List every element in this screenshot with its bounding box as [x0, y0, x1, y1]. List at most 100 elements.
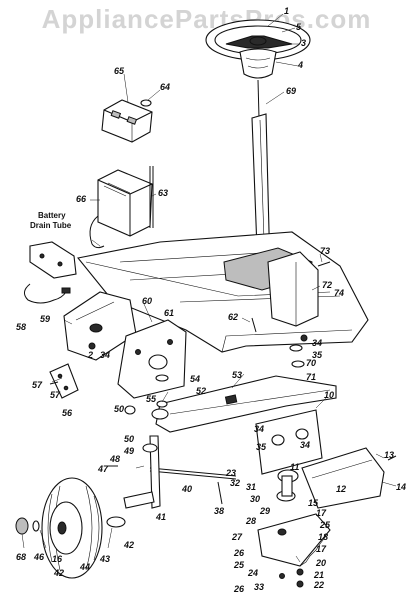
part-label-35a: 35: [312, 350, 323, 360]
part-label-66: 66: [76, 194, 87, 204]
bushing: [124, 405, 136, 415]
part-label-12: 12: [336, 484, 346, 494]
part-label-56: 56: [62, 408, 73, 418]
part-label-34a: 34: [312, 338, 322, 348]
part-label-17a: 17: [316, 508, 327, 518]
part-label-1: 1: [284, 6, 289, 16]
part-label-31: 31: [246, 482, 256, 492]
steering-wheel: [205, 19, 311, 61]
part-label-73: 73: [320, 246, 330, 256]
part-label-29: 29: [259, 506, 270, 516]
part-labels: 1 5 3 4 69 65 64 63 66 73 72 74 62 58 59…: [16, 6, 406, 594]
part-label-52: 52: [196, 386, 206, 396]
part-label-16: 16: [52, 554, 63, 564]
part-label-58: 58: [16, 322, 26, 332]
part-label-18: 18: [318, 532, 328, 542]
part-label-34c: 34: [254, 424, 264, 434]
battery-strap: [149, 166, 154, 228]
watermark: AppliancePartsPros.com: [41, 4, 372, 34]
callout-battery-line-1: Battery: [38, 211, 66, 220]
steering-shaft-top: [257, 79, 260, 119]
hub-cap: [15, 517, 29, 535]
part-label-35b: 35: [256, 442, 267, 452]
spacer-washer: [151, 408, 169, 420]
part-label-48: 48: [109, 454, 120, 464]
part-label-38: 38: [214, 506, 224, 516]
part-label-40: 40: [181, 484, 192, 494]
retaining-ring: [32, 520, 40, 532]
part-label-50b: 50: [124, 434, 134, 444]
part-label-63: 63: [158, 188, 168, 198]
battery-cover: [101, 99, 153, 143]
part-label-59: 59: [40, 314, 50, 324]
part-label-54: 54: [190, 374, 200, 384]
part-label-17b: 17: [316, 544, 327, 554]
part-label-34d: 34: [300, 440, 310, 450]
part-label-71: 71: [306, 372, 316, 382]
part-label-43: 43: [99, 554, 110, 564]
part-label-5: 5: [296, 22, 302, 32]
small-bracket: [49, 363, 79, 399]
part-label-10: 10: [324, 390, 334, 400]
part-label-42a: 42: [123, 540, 134, 550]
part-label-57b: 57: [50, 390, 61, 400]
wire-connector: [61, 287, 71, 294]
part-label-49: 49: [123, 446, 134, 456]
part-label-41: 41: [155, 512, 166, 522]
part-label-26a: 26: [233, 548, 245, 558]
lower-dash-panel: [117, 319, 187, 399]
callout-battery-line-2: Drain Tube: [30, 221, 72, 230]
part-label-25a: 25: [319, 520, 331, 530]
side-plate: [301, 447, 385, 509]
part-label-14: 14: [396, 482, 406, 492]
part-label-20: 20: [315, 558, 326, 568]
part-label-42b: 42: [53, 568, 64, 578]
part-label-13: 13: [384, 450, 394, 460]
part-label-72: 72: [322, 280, 332, 290]
part-label-65: 65: [114, 66, 125, 76]
part-label-60: 60: [142, 296, 152, 306]
wheel-bushing: [106, 516, 126, 528]
part-label-50a: 50: [114, 404, 124, 414]
part-label-11: 11: [290, 462, 299, 472]
part-label-53: 53: [232, 370, 242, 380]
part-label-61: 61: [164, 308, 174, 318]
part-label-23: 23: [225, 468, 236, 478]
part-label-24: 24: [247, 568, 258, 578]
steering-sector-gear: [257, 513, 331, 567]
axle-washer: [155, 374, 169, 382]
part-label-32: 32: [230, 478, 240, 488]
wiring-harness: [24, 283, 67, 304]
part-label-69: 69: [286, 86, 296, 96]
cover-fastener: [140, 99, 152, 107]
part-label-25b: 25: [233, 560, 245, 570]
front-axle: [155, 375, 337, 433]
tie-rod-edge: [149, 470, 237, 480]
part-label-46: 46: [33, 552, 45, 562]
spindle: [123, 435, 161, 509]
callout-battery-drain-tube: Battery Drain Tube: [30, 211, 72, 230]
part-label-4: 4: [297, 60, 303, 70]
tie-rod: [149, 467, 237, 477]
part-label-26b: 26: [233, 584, 245, 594]
frame: [76, 231, 369, 353]
part-label-27: 27: [231, 532, 243, 542]
part-label-68: 68: [16, 552, 26, 562]
part-label-28: 28: [245, 516, 256, 526]
part-label-55: 55: [146, 394, 157, 404]
front-wheel: [41, 477, 103, 579]
part-label-33: 33: [254, 582, 264, 592]
battery-drain-tube: [89, 215, 105, 249]
part-label-30: 30: [250, 494, 260, 504]
part-label-74: 74: [334, 288, 344, 298]
side-bracket: [29, 241, 77, 279]
part-label-34b: 34: [100, 350, 110, 360]
part-label-57a: 57: [32, 380, 43, 390]
steering-gear-bracket: [255, 409, 323, 475]
battery: [97, 169, 153, 237]
part-label-64: 64: [160, 82, 170, 92]
part-label-70: 70: [306, 358, 316, 368]
hardware-bolts: [49, 261, 397, 588]
part-label-2: 2: [87, 350, 93, 360]
